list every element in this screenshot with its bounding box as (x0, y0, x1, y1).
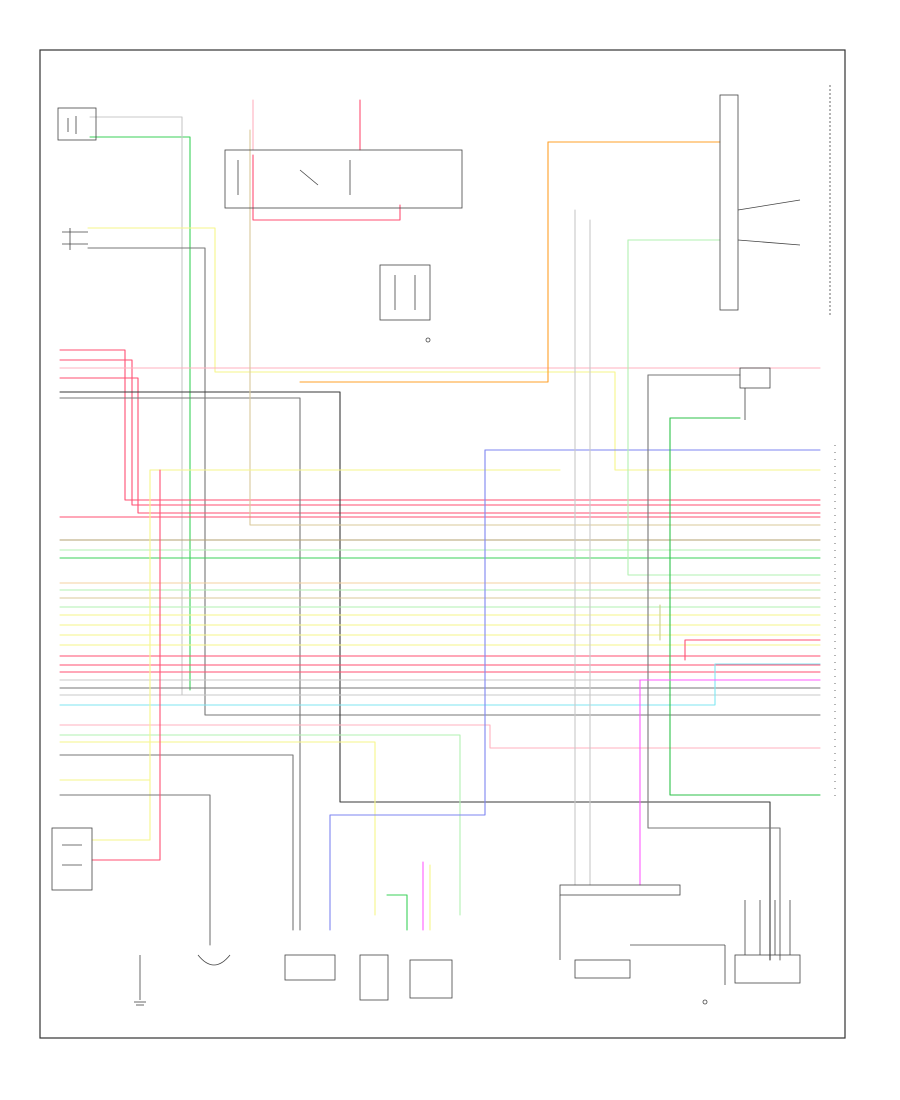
wire-lightgray-1 (89, 116, 183, 696)
wire-gray-35 (59, 754, 294, 931)
wire-darkgreen-45 (669, 417, 821, 796)
wire-gray-3 (87, 247, 821, 716)
wire-gray-47 (647, 374, 781, 961)
bottom-right-connector (734, 900, 801, 984)
bottom-connector-b (359, 954, 389, 1001)
wire-red-39 (91, 469, 161, 861)
bottom-connector-a (197, 954, 336, 981)
wire-yellow-34 (59, 741, 376, 916)
wire-lightgreen-43 (627, 239, 821, 576)
wire-blue-41 (329, 449, 486, 931)
right-mid-module (739, 367, 771, 420)
wire-red-7 (59, 377, 821, 514)
wire-pink-32 (59, 724, 821, 749)
right-top-module (719, 85, 831, 315)
top-left-sensor (57, 107, 97, 141)
wire-lightgreen-33 (59, 734, 461, 916)
wire-gray-38 (59, 794, 211, 946)
wire-cyan-31 (59, 663, 821, 706)
wire-red-52 (252, 154, 401, 221)
wire-red-5 (59, 359, 821, 506)
wire-yellow-2 (87, 227, 821, 471)
wire-yellow-36 (59, 779, 151, 841)
wire-gray-9 (59, 397, 301, 931)
left-temp-sensor (62, 228, 88, 250)
center-top-module (224, 149, 463, 209)
wire-dark-8 (59, 391, 771, 961)
center-lower-relay (379, 264, 431, 343)
bottom-right-module (559, 884, 681, 979)
bottom-connector-c (409, 959, 453, 999)
wire-green-55 (386, 894, 408, 931)
wire-magenta-48 (639, 679, 821, 886)
wire-yellow-37 (149, 469, 561, 781)
wire-green-0 (89, 136, 191, 691)
wire-orange-11 (299, 141, 549, 383)
bottom-left-ground (134, 955, 146, 1006)
wire-layer (59, 99, 821, 961)
wire-red-4 (59, 349, 821, 501)
wire-red-49 (684, 639, 821, 661)
bottom-left-sensor (51, 827, 93, 891)
wire-tan-12 (249, 129, 821, 526)
bottom-right-switch (630, 944, 726, 1005)
diagram-frame (39, 49, 846, 1039)
